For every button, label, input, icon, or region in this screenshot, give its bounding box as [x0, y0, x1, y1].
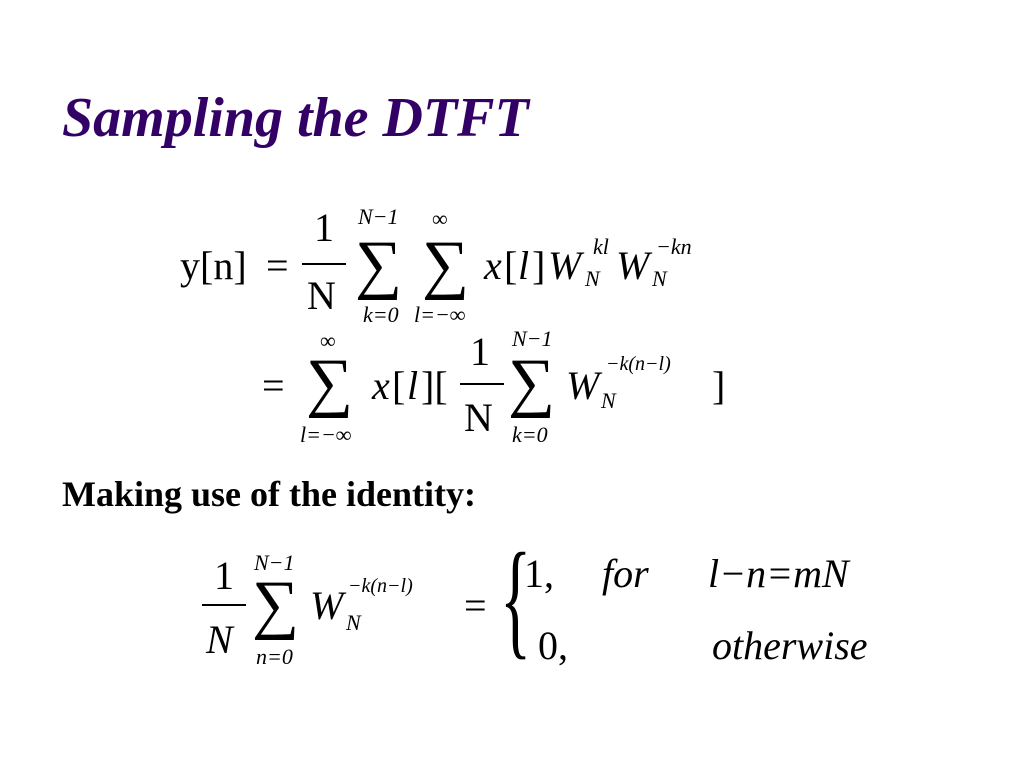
- eq2-bracket-close: ]: [712, 363, 726, 408]
- identity-heading: Making use of the identity:: [62, 474, 476, 514]
- eq3-fraction-bar: [202, 604, 246, 606]
- slide-title: Sampling the DTFT: [62, 87, 529, 149]
- eq1-sum2-lower: l=−∞: [414, 302, 466, 327]
- eq2-W-superscript: −k(n−l): [606, 353, 671, 375]
- eq1-sum1-sigma: ∑: [355, 228, 403, 301]
- eq2-W-subscript: N: [601, 388, 616, 413]
- eq1-bracket-open: [: [504, 243, 518, 288]
- eq1-l: l: [518, 243, 530, 288]
- eq1-W1: W: [548, 243, 582, 288]
- eq2-sum2-sigma: ∑: [508, 346, 556, 419]
- eq2-sum1-lower: l=−∞: [300, 422, 352, 447]
- eq3-sum-lower: n=0: [256, 644, 293, 669]
- eq1-fraction-numerator: 1: [314, 205, 334, 250]
- eq1-W2-superscript: −kn: [656, 234, 692, 259]
- eq1-W1-subscript: N: [585, 266, 600, 291]
- eq3-fraction-numerator: 1: [214, 553, 234, 598]
- eq1-lhs: y[n]: [180, 243, 247, 288]
- eq2-fraction-bar: [460, 383, 504, 385]
- eq3-W-superscript: −k(n−l): [348, 575, 413, 597]
- eq3-sum-upper: N−1: [254, 550, 295, 575]
- eq2-l: l: [407, 363, 419, 408]
- eq1-sum2-upper: ∞: [432, 206, 448, 231]
- eq1-W2: W: [616, 243, 650, 288]
- eq3-case2-condition: otherwise: [712, 623, 868, 668]
- eq3-equals: =: [464, 583, 487, 628]
- eq2-sum2-lower: k=0: [512, 422, 548, 447]
- eq3-W-subscript: N: [346, 610, 361, 635]
- eq2-sum1-sigma: ∑: [306, 346, 354, 419]
- eq3-case2-value: 0,: [538, 623, 568, 668]
- eq1-equals: =: [266, 243, 289, 288]
- eq3-case1-value: 1,: [524, 551, 554, 596]
- eq3-brace: {: [500, 527, 532, 671]
- eq1-W2-subscript: N: [652, 266, 667, 291]
- eq2-W: W: [566, 363, 600, 408]
- eq3-fraction-denominator: N: [206, 617, 233, 662]
- eq1-sum1-lower: k=0: [363, 302, 399, 327]
- eq3-case1-condition: l−n=mN: [708, 551, 849, 596]
- eq1-x: x: [484, 243, 502, 288]
- eq1-fraction-denominator: N: [307, 273, 336, 318]
- eq1-bracket-close: ]: [532, 243, 546, 288]
- eq1-sum1-upper: N−1: [358, 204, 399, 229]
- eq3-sum-sigma: ∑: [252, 568, 300, 641]
- eq3-W: W: [310, 583, 344, 628]
- eq1-sum2-sigma: ∑: [422, 228, 470, 301]
- eq2-sum2-upper: N−1: [512, 326, 553, 351]
- eq2-fraction-denominator: N: [464, 395, 493, 440]
- eq3-case1-for: for: [602, 551, 649, 596]
- eq2-x: x: [372, 363, 390, 408]
- eq1-fraction-bar: [302, 263, 346, 265]
- eq1-W1-superscript: kl: [593, 234, 609, 259]
- eq2-equals: =: [262, 363, 285, 408]
- eq2-sum1-upper: ∞: [320, 328, 336, 353]
- eq2-bracket-open: [: [392, 363, 406, 408]
- eq2-fraction-numerator: 1: [470, 329, 490, 374]
- eq2-bracket-middle: ][: [421, 363, 448, 408]
